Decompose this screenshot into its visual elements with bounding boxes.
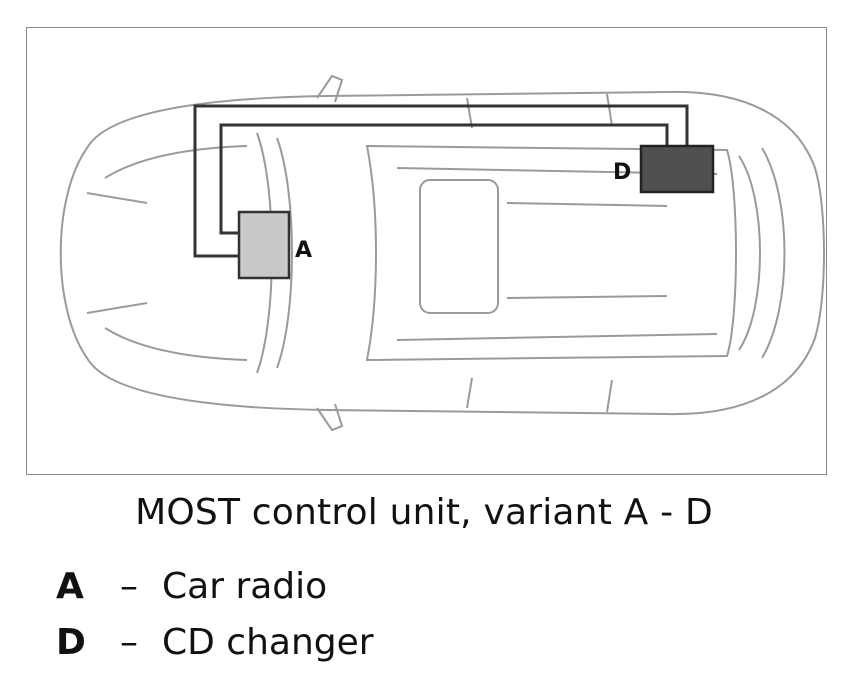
car-radio-box (237, 210, 291, 280)
legend-separator: – (120, 622, 138, 663)
legend-label: Car radio (162, 566, 328, 607)
side-mirror-left (316, 74, 344, 103)
car-body (59, 90, 825, 416)
legend-label: CD changer (162, 622, 374, 663)
rear-window (738, 147, 786, 359)
side-mirror-right (316, 403, 344, 432)
door-lines (466, 93, 613, 413)
most-cable (193, 104, 689, 258)
legend-key: A (56, 566, 84, 607)
car-front-hood-lines (86, 145, 248, 361)
legend-key: D (56, 622, 86, 663)
cable-outer (193, 104, 689, 258)
legend-item-car-radio: A–Car radio (56, 566, 327, 610)
cd-changer-box (639, 144, 715, 194)
car-outline (59, 74, 825, 432)
roof-outline (365, 144, 737, 362)
car-top-view-diagram: A D (59, 74, 825, 432)
cable-inner (219, 123, 669, 235)
roof-rails (396, 167, 718, 341)
callout-d: D (613, 160, 631, 185)
legend-separator: – (120, 566, 138, 607)
legend-item-cd-changer: D–CD changer (56, 622, 374, 666)
callout-a: A (295, 238, 312, 263)
car-diagram-frame: A D (26, 27, 827, 475)
figure-caption: MOST control unit, variant A - D (135, 492, 713, 533)
sunroof (419, 179, 499, 314)
